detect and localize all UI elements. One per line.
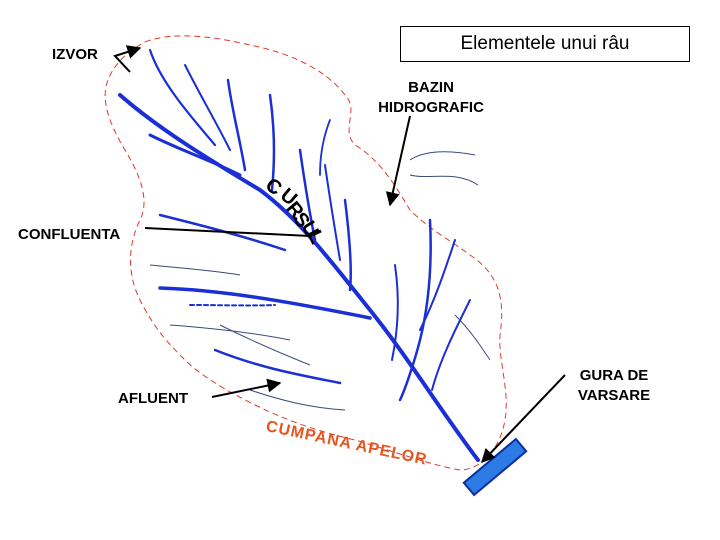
- label-gura-line1: GURA DE: [579, 367, 649, 384]
- label-gura-line2: VARSARE: [577, 387, 651, 404]
- label-bazin-hidrografic: BAZIN HIDROGRAFIC: [366, 78, 496, 118]
- pointer-arrows: [113, 45, 566, 464]
- diagram-title: Elementele unui râu: [400, 26, 690, 62]
- label-bazin-line2: HIDROGRAFIC: [378, 99, 484, 116]
- label-gura-de-varsare: GURA DE VARSARE: [558, 366, 670, 406]
- main-river: [118, 48, 480, 462]
- label-afluent: AFLUENT: [118, 390, 188, 407]
- label-izvor: IZVOR: [52, 46, 98, 63]
- label-bazin-line1: BAZIN: [408, 79, 454, 96]
- watershed-divide: [104, 35, 507, 471]
- minor-streams: [149, 151, 491, 411]
- label-confluenta: CONFLUENTA: [18, 226, 121, 243]
